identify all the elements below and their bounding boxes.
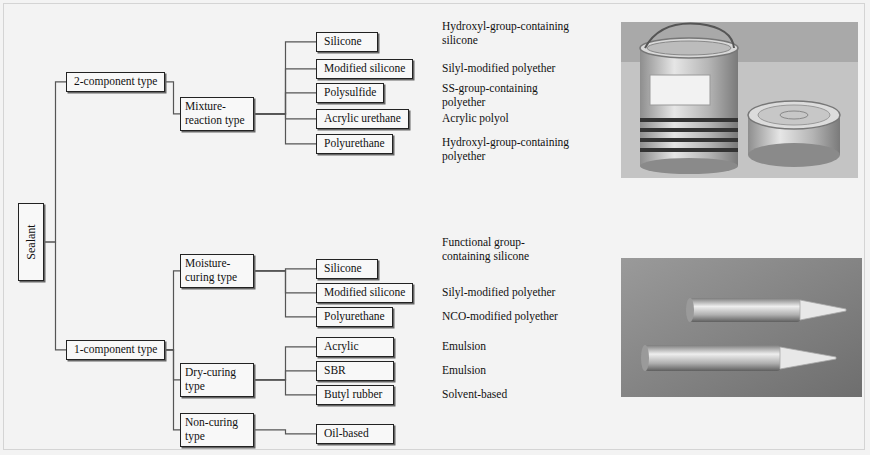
tree-connector [165, 82, 180, 114]
tree-connector [254, 114, 316, 144]
category-box: Non-curing type [180, 413, 254, 447]
node-text: Non-curing type [185, 416, 249, 444]
category-box: SBR [316, 361, 394, 381]
node-text: Butyl rubber [324, 388, 386, 402]
node-text: Mixture-reaction type [185, 100, 249, 128]
material-label: Functional group-containing silicone [442, 236, 554, 264]
photo-ground [621, 22, 858, 62]
tree-connector [165, 350, 180, 430]
tree-connector [254, 371, 316, 380]
tree-connector [254, 42, 316, 114]
node-text: Oil-based [324, 427, 386, 441]
node-text: Sealant [24, 224, 38, 259]
category-box: Acrylic [316, 337, 394, 357]
category-box: Silicone [316, 32, 378, 52]
tree-connector [44, 242, 66, 350]
category-box: Polysulfide [316, 83, 384, 103]
category-box: 2-component type [66, 72, 165, 92]
category-box: 1-component type [66, 340, 165, 360]
material-label: SS-group-containing polyether [442, 82, 562, 110]
node-text: Modified silicone [324, 286, 405, 300]
material-label: Hydroxyl-group-containing silicone [442, 20, 582, 48]
material-label: Hydroxyl-group-containing polyether [442, 136, 582, 164]
tree-connector [165, 271, 180, 350]
material-label: Acrylic polyol [442, 112, 509, 126]
small-can [748, 101, 840, 167]
tree-connector [165, 350, 180, 380]
category-box: Moisture-curing type [180, 254, 254, 288]
cartridge-tube [641, 345, 836, 371]
node-text: 2-component type [74, 75, 157, 89]
photo-ground [621, 22, 858, 178]
cartridge-tube [686, 298, 846, 322]
material-label: Emulsion [442, 340, 486, 354]
material-label: Silyl-modified polyether [442, 62, 555, 76]
category-box: Dry-curing type [180, 363, 254, 397]
node-text: Moisture-curing type [185, 257, 249, 285]
tree-connector [44, 82, 66, 242]
photo-ground [621, 258, 862, 397]
material-label: Emulsion [442, 364, 486, 378]
node-text: Acrylic urethane [324, 112, 401, 126]
tree-connector [254, 271, 316, 317]
category-box: Acrylic urethane [316, 109, 409, 129]
category-box: Butyl rubber [316, 385, 394, 405]
material-label: Solvent-based [442, 388, 507, 402]
category-box: Oil-based [316, 424, 394, 444]
material-label: Silyl-modified polyether [442, 286, 555, 300]
root-box: Sealant [18, 203, 44, 281]
node-text: Polyurethane [324, 137, 385, 151]
tree-connector [254, 93, 316, 114]
node-text: Polysulfide [324, 86, 376, 100]
tree-connector [254, 380, 316, 395]
node-text: Polyurethane [324, 310, 385, 324]
node-text: Modified silicone [324, 62, 405, 76]
tree-connector [254, 69, 316, 114]
category-box: Polyurethane [316, 134, 393, 154]
category-box: Modified silicone [316, 59, 413, 79]
category-box: Silicone [316, 259, 378, 279]
node-text: Acrylic [324, 340, 386, 354]
large-can [640, 24, 738, 175]
material-label: NCO-modified polyether [442, 310, 558, 324]
node-text: SBR [324, 364, 386, 378]
category-box: Modified silicone [316, 283, 413, 303]
tree-connector [254, 430, 316, 434]
node-text: Silicone [324, 35, 370, 49]
category-box: Mixture-reaction type [180, 97, 254, 131]
node-text: Silicone [324, 262, 370, 276]
tree-connector [254, 347, 316, 380]
node-text: 1-component type [74, 343, 157, 357]
node-text: Dry-curing type [185, 366, 249, 394]
category-box: Polyurethane [316, 307, 393, 327]
